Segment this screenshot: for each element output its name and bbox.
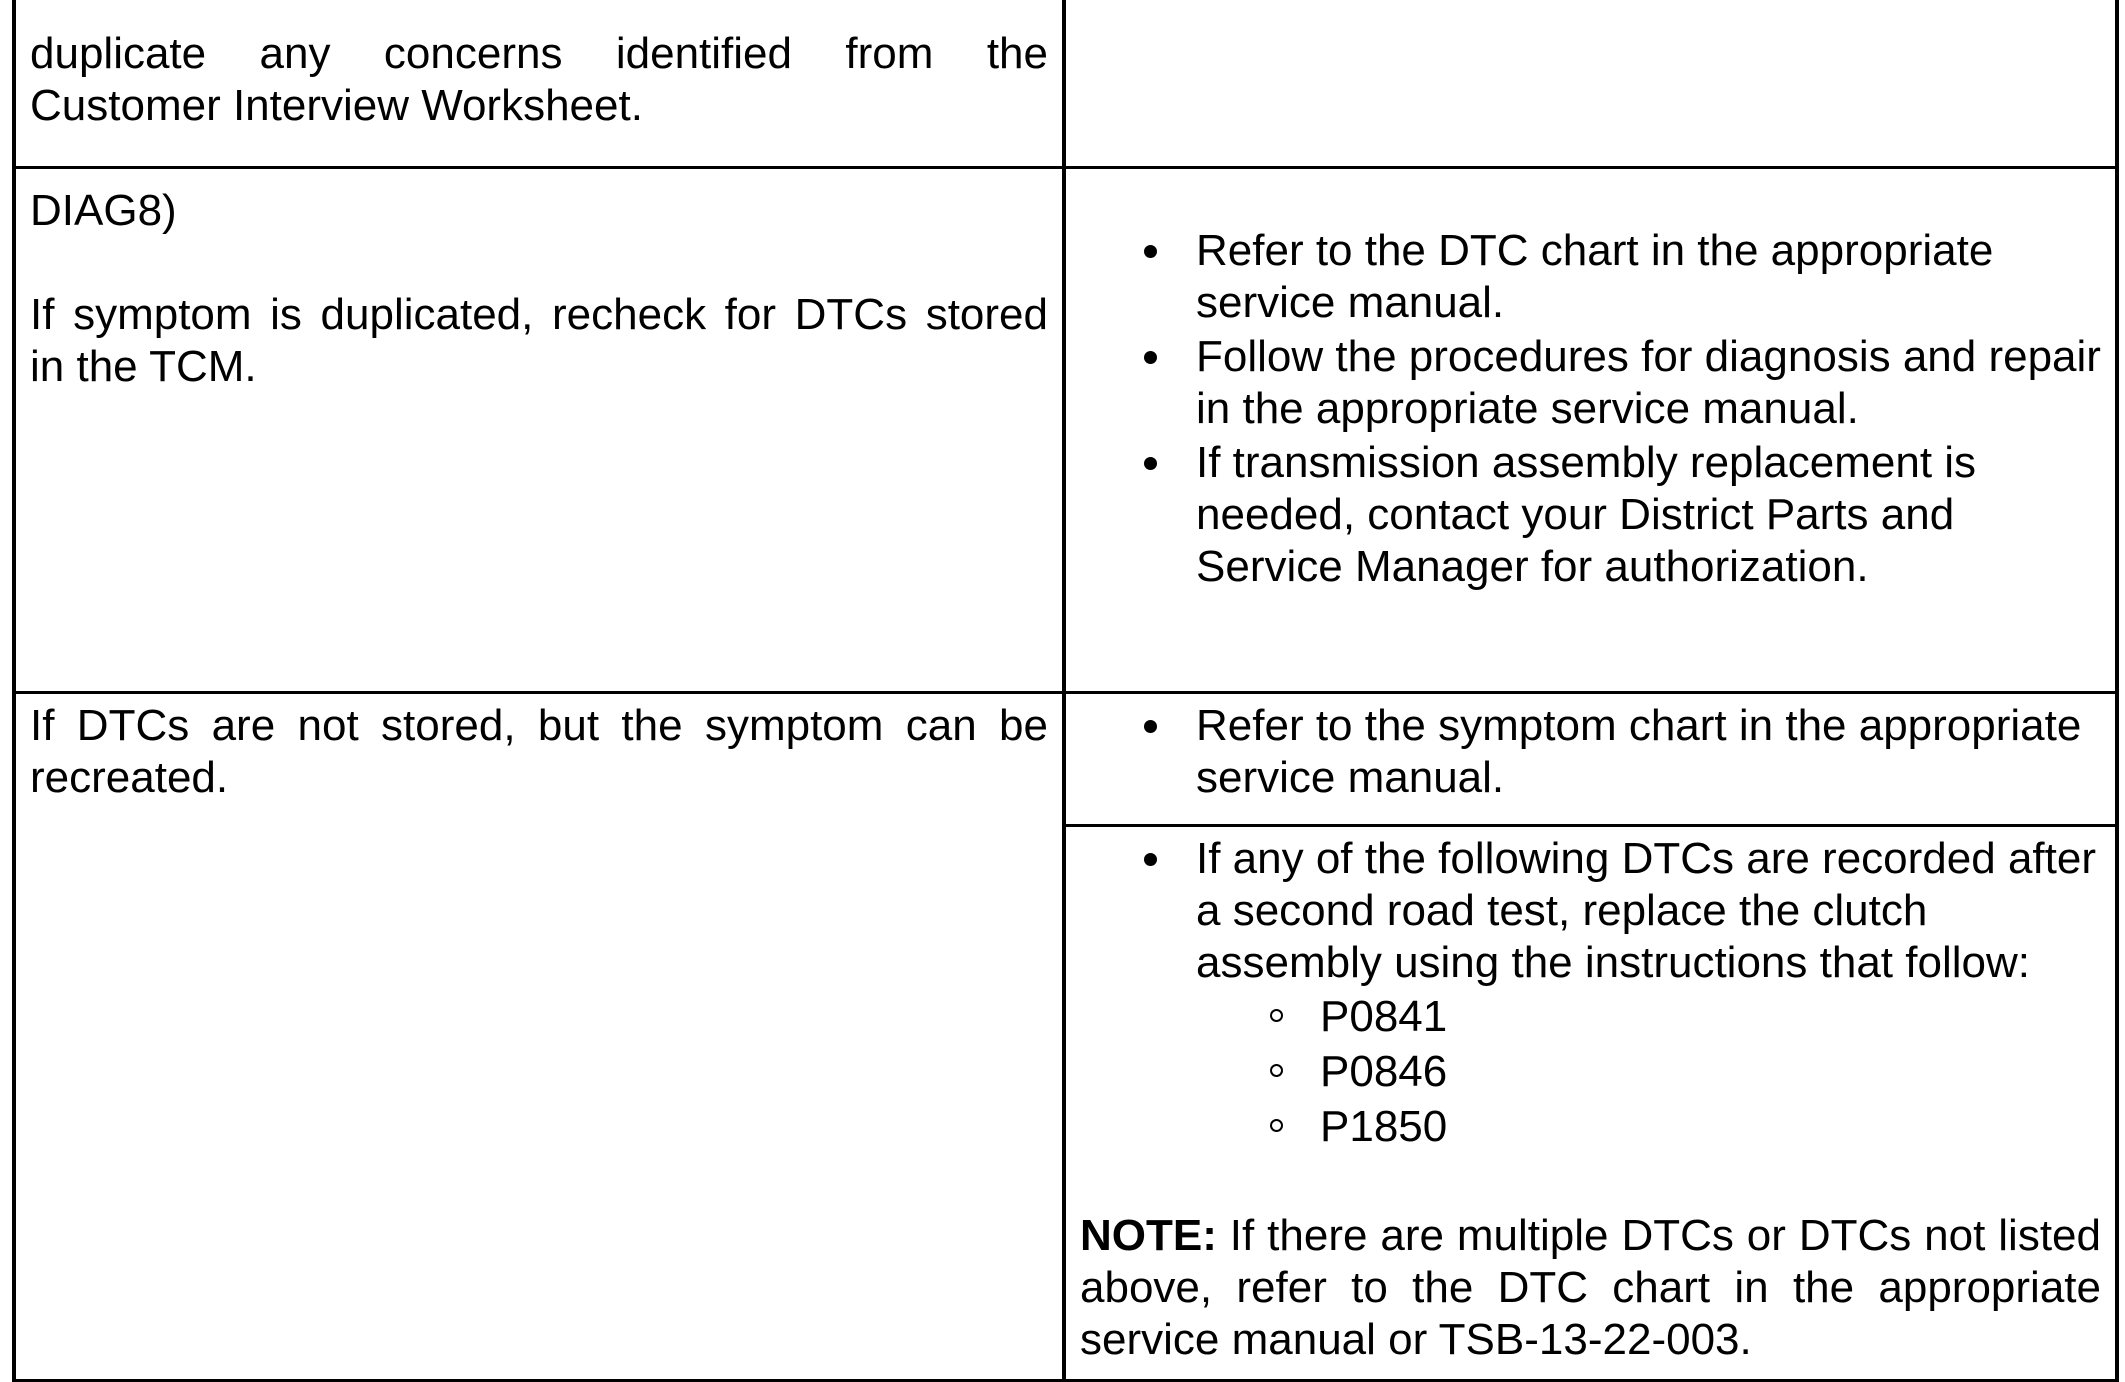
row2-left-cell: DIAG8) If symptom is duplicated, recheck… xyxy=(12,167,1066,694)
note-paragraph: NOTE: If there are multiple DTCs or DTCs… xyxy=(1080,1210,2101,1366)
list-item: P0841 xyxy=(1270,989,2101,1044)
bullet-icon xyxy=(1144,853,1157,866)
row4-bullet-list: If any of the following DTCs are recorde… xyxy=(1080,833,2101,1154)
hollow-bullet-icon xyxy=(1270,1119,1283,1132)
row2-left-text: If symptom is duplicated, recheck for DT… xyxy=(30,290,1048,391)
row2-bullet-list: Refer to the DTC chart in the appropriat… xyxy=(1080,225,2101,593)
list-item: P1850 xyxy=(1270,1099,2101,1154)
list-item: If transmission assembly replacement is … xyxy=(1144,437,2101,593)
table-row: If DTCs are not stored, but the symptom … xyxy=(12,692,2119,1382)
row4-right-cell: If any of the following DTCs are recorde… xyxy=(1062,825,2119,1382)
dtc-code-list: P0841 P0846 P1850 xyxy=(1196,989,2101,1154)
row3-left-text: If DTCs are not stored, but the symptom … xyxy=(30,701,1048,802)
table-row: duplicate any concerns identified from t… xyxy=(12,0,2119,169)
list-item: P0846 xyxy=(1270,1044,2101,1099)
hollow-bullet-icon xyxy=(1270,1064,1283,1077)
bullet-icon xyxy=(1144,245,1157,258)
bullet-icon xyxy=(1144,720,1157,733)
row3-bullet-list: Refer to the symptom chart in the approp… xyxy=(1080,700,2101,804)
list-item: Follow the procedures for diagnosis and … xyxy=(1144,331,2101,435)
list-item: Refer to the symptom chart in the approp… xyxy=(1144,700,2101,804)
note-text: If there are multiple DTCs or DTCs not l… xyxy=(1080,1211,2101,1364)
list-item: Refer to the DTC chart in the appropriat… xyxy=(1144,225,2101,329)
diagnosis-table: duplicate any concerns identified from t… xyxy=(12,0,2119,1382)
list-item: If any of the following DTCs are recorde… xyxy=(1144,833,2101,1154)
row3-left-cell: If DTCs are not stored, but the symptom … xyxy=(12,692,1066,1382)
note-label: NOTE: xyxy=(1080,1211,1217,1260)
table-row: DIAG8) If symptom is duplicated, recheck… xyxy=(12,167,2119,694)
table-row: If any of the following DTCs are recorde… xyxy=(14,825,2119,1382)
hollow-bullet-icon xyxy=(1270,1009,1283,1022)
row1-text-line2: Customer Interview Worksheet. xyxy=(30,81,643,130)
bullet-icon xyxy=(1144,457,1157,470)
row1-left-cell: duplicate any concerns identified from t… xyxy=(12,0,1066,169)
step-label: DIAG8) xyxy=(30,186,177,235)
bullet-icon xyxy=(1144,351,1157,364)
document-page: duplicate any concerns identified from t… xyxy=(12,0,2119,1382)
row1-text-line1: duplicate any concerns identified from t… xyxy=(30,29,1048,78)
row2-right-cell: Refer to the DTC chart in the appropriat… xyxy=(1062,167,2119,694)
row1-right-cell xyxy=(1062,0,2119,169)
row3-right-cell: Refer to the symptom chart in the approp… xyxy=(1062,692,2119,827)
